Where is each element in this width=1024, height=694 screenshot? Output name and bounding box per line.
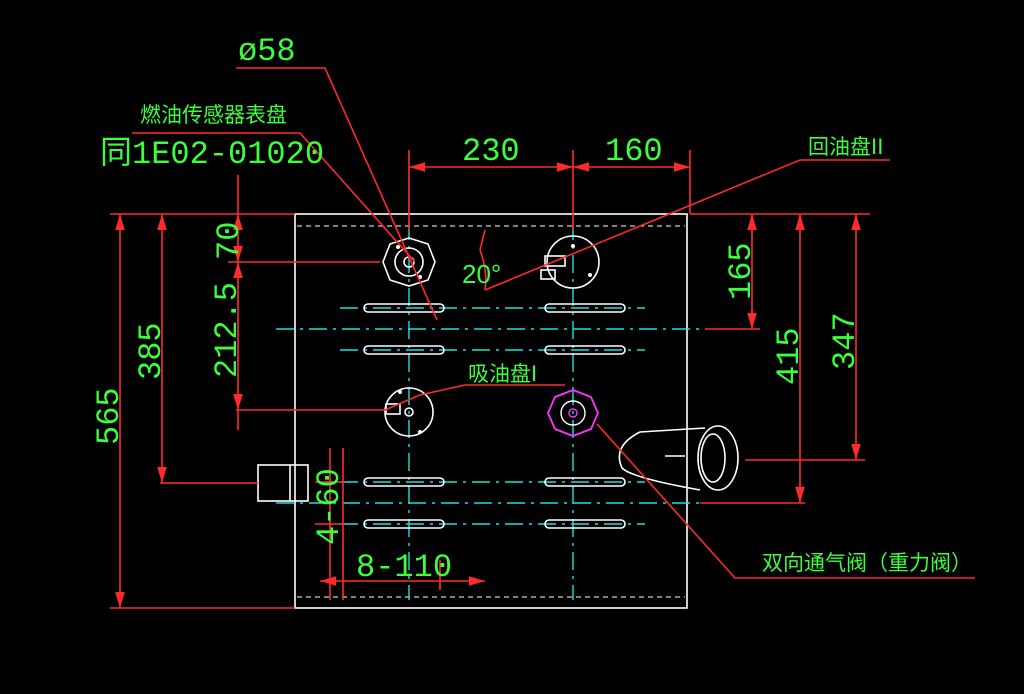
dim-160: 160 [605, 133, 663, 170]
dimension-lines [110, 150, 870, 609]
dim-347: 347 [827, 312, 864, 370]
dim-70: 70 [211, 222, 248, 260]
vent-valve-port [547, 389, 599, 437]
slots [363, 303, 626, 529]
sensor-part-label: 同1E02-01020 [100, 136, 324, 173]
dia-label: ø58 [238, 33, 296, 70]
angle-label: 20° [462, 259, 501, 289]
vent-valve-label: 双向通气阀（重力阀） [762, 551, 972, 575]
sensor-name-label: 燃油传感器表盘 [140, 103, 287, 127]
suction-port [384, 387, 434, 437]
dim-212: 212.5 [209, 282, 246, 378]
holes-b-label: 8-110 [356, 549, 452, 586]
tank-outline [294, 213, 688, 609]
dim-385: 385 [133, 322, 170, 380]
side-nozzle [257, 464, 309, 502]
holes-a-label: 4-60 [311, 468, 348, 545]
centerlines [276, 222, 700, 600]
dim-565: 565 [91, 387, 128, 445]
suction-port-label: 吸油盘I [468, 362, 537, 386]
vent-valve-body [618, 425, 739, 491]
return-port [540, 235, 600, 289]
dim-165: 165 [723, 242, 760, 300]
leader-lines [132, 67, 975, 579]
dim-230: 230 [462, 133, 520, 170]
return-port-label: 回油盘II [808, 135, 883, 159]
dim-415: 415 [771, 327, 808, 385]
